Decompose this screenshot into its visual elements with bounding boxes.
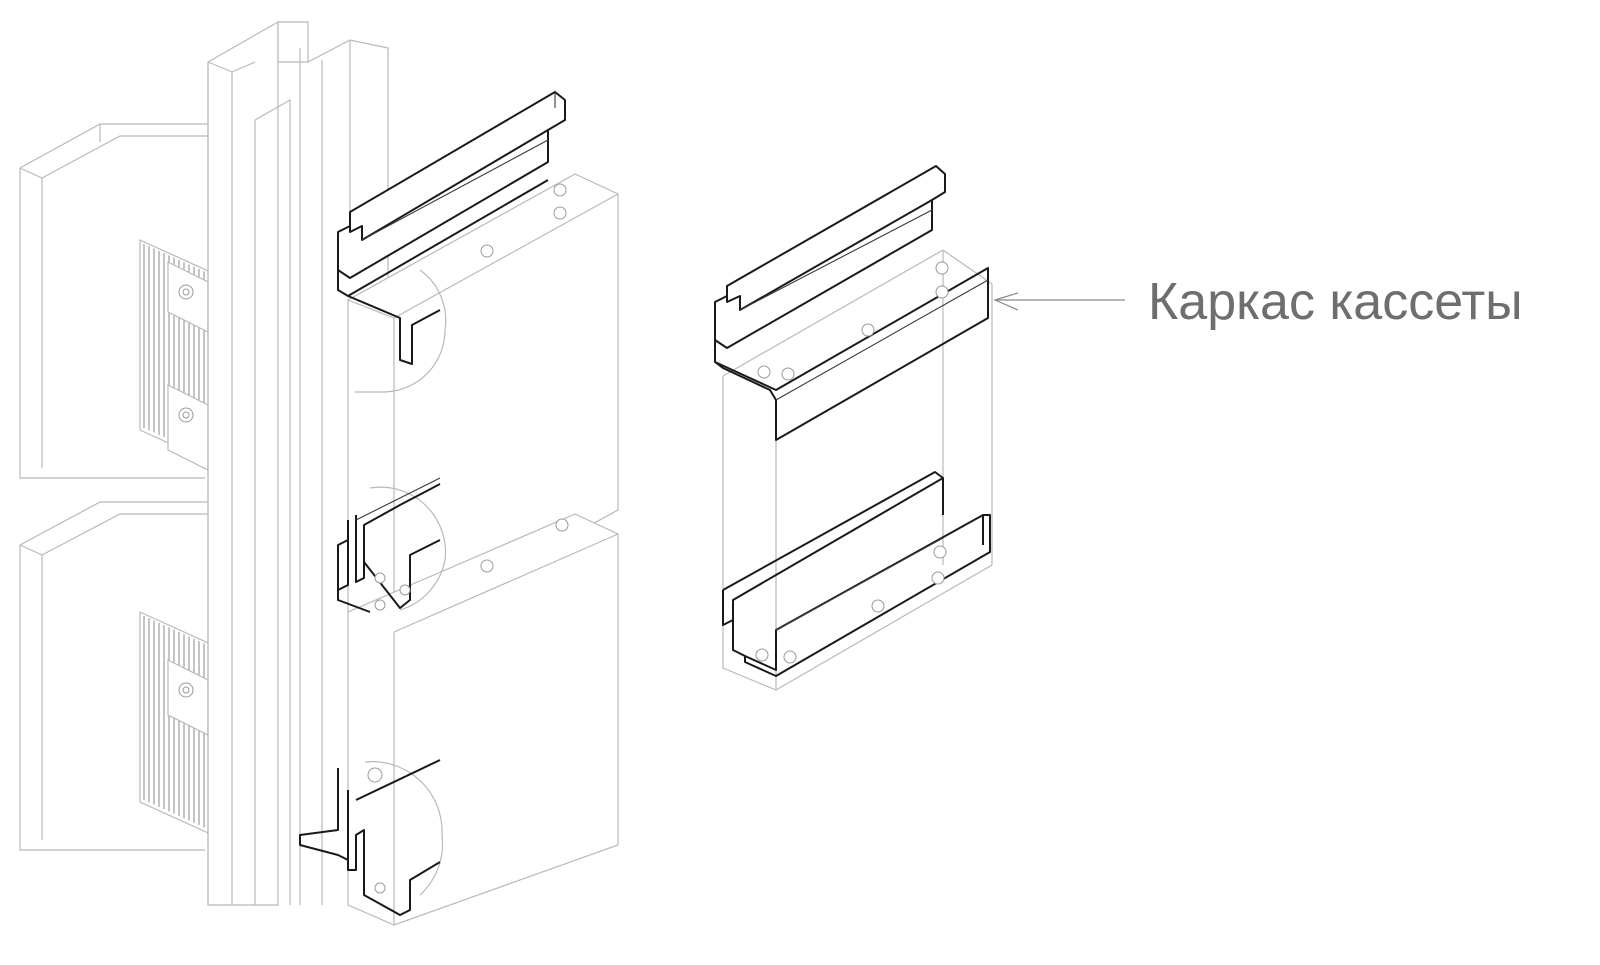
wall-bracket-upper: [19, 123, 215, 479]
detail-callout-circles: [355, 269, 447, 896]
top-hook-profile-left: [337, 91, 566, 365]
callout-label-cassette-frame: Каркас кассеты: [1148, 273, 1523, 331]
joint-profile-middle: [337, 477, 441, 613]
top-hook-profile-right: [714, 165, 989, 441]
bottom-profile-left: [299, 759, 441, 916]
vertical-guide-profile: [207, 20, 389, 906]
cassette-panel-lower: [347, 513, 619, 926]
wall-bracket-lower: [19, 501, 215, 851]
callout-leader-line: [993, 292, 1125, 311]
bottom-channel-profile-right: [722, 471, 991, 677]
